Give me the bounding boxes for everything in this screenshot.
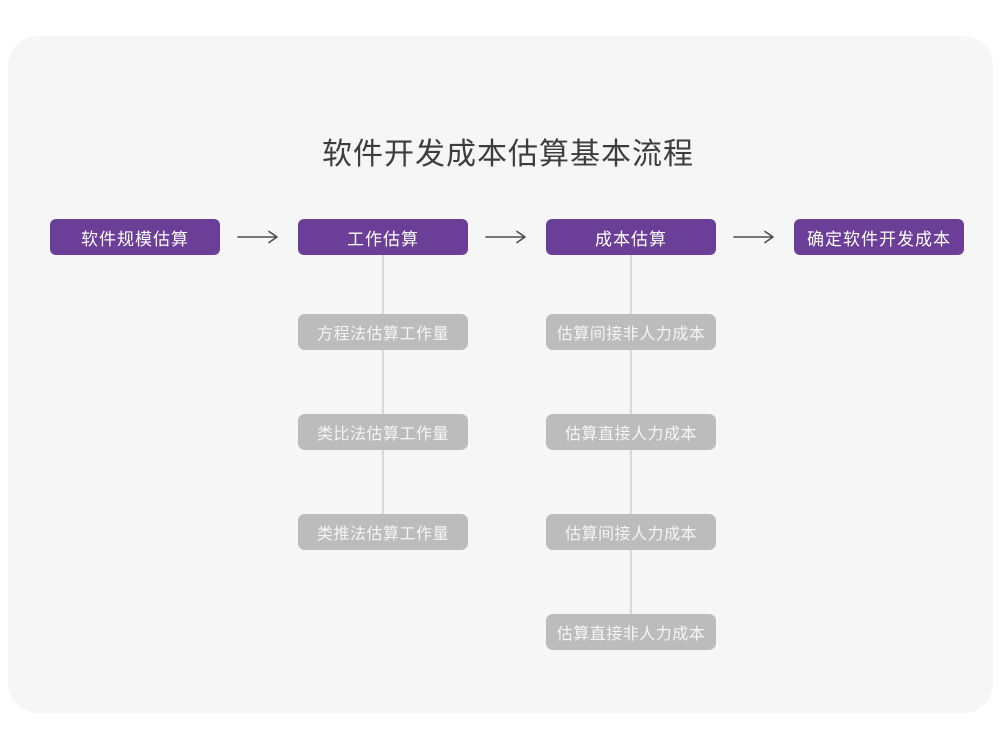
connector-line-work-estimation bbox=[382, 255, 384, 532]
right-arrow-icon bbox=[236, 229, 280, 250]
substep-node-direct-labor-cost: 估算直接人力成本 bbox=[546, 414, 716, 450]
stage-node-determine-development-cost: 确定软件开发成本 bbox=[794, 219, 964, 255]
substep-node-comparison-method: 类比法估算工作量 bbox=[298, 414, 468, 450]
stage-node-cost-estimation: 成本估算 bbox=[546, 219, 716, 255]
stage-node-software-scale-estimation: 软件规模估算 bbox=[50, 219, 220, 255]
substep-node-indirect-nonlabor-cost: 估算间接非人力成本 bbox=[546, 314, 716, 350]
stage-node-work-estimation: 工作估算 bbox=[298, 219, 468, 255]
substep-node-direct-nonlabor-cost: 估算直接非人力成本 bbox=[546, 614, 716, 650]
right-arrow-icon bbox=[732, 229, 776, 250]
substep-node-equation-method: 方程法估算工作量 bbox=[298, 314, 468, 350]
substep-node-analogy-method: 类推法估算工作量 bbox=[298, 514, 468, 550]
right-arrow-icon bbox=[484, 229, 528, 250]
flowchart-card: 软件开发成本估算基本流程 软件规模估算 工作估算 成本估算 确定软件开发成本 方… bbox=[8, 36, 993, 713]
page-title: 软件开发成本估算基本流程 bbox=[322, 138, 694, 171]
substep-node-indirect-labor-cost: 估算间接人力成本 bbox=[546, 514, 716, 550]
